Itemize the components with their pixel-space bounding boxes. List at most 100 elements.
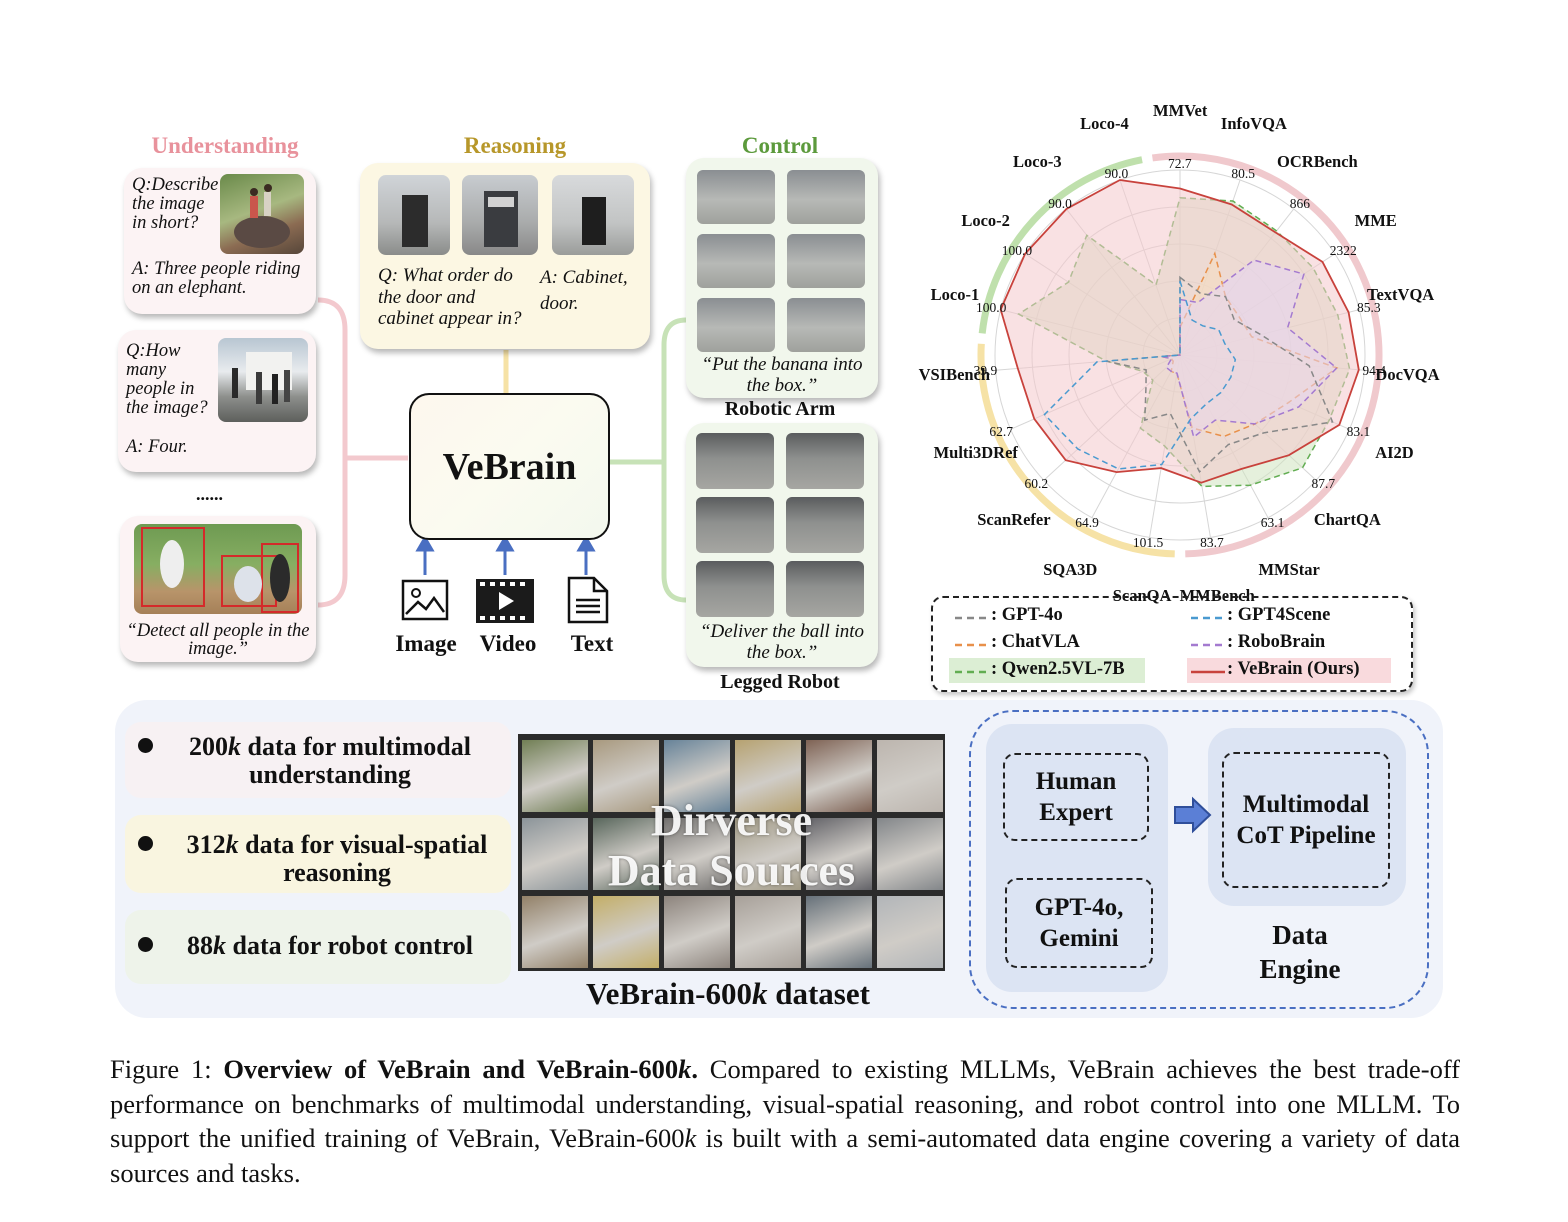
radar-tick-label: 63.1 [1260, 514, 1285, 530]
engine-sources-bg [986, 724, 1168, 992]
room-photo-3 [552, 175, 634, 255]
radar-tick-label: 94.4 [1362, 362, 1386, 378]
legend-robobrain: : RoboBrain [1227, 632, 1326, 652]
mosaic-tile [877, 896, 943, 968]
radar-axis-label: Multi3DRef [933, 443, 1018, 463]
radar-tick-label: 62.7 [989, 423, 1014, 439]
engine-pipeline-bg [1208, 728, 1406, 906]
understanding-title: Understanding [151, 133, 299, 158]
instruction-text: “Deliver the ball into the box.” [699, 621, 865, 663]
legend-vebrain: : VeBrain (Ours) [1227, 659, 1360, 679]
radar-tick-label: 101.5 [1132, 535, 1164, 551]
room-photo-1 [378, 175, 450, 255]
room-photo-2 [462, 175, 538, 255]
data-engine-label: Data Engine [1259, 920, 1341, 984]
radar-axis-label: Loco-4 [1080, 114, 1129, 134]
bullet-bg-understanding [125, 722, 511, 798]
radar-axis-label: Loco-2 [961, 211, 1010, 231]
legged-frame [786, 433, 864, 489]
radar-chart [977, 152, 1383, 558]
radar-tick-label: 100.0 [975, 300, 1007, 316]
text-document-icon [567, 576, 609, 624]
instruction-text: “Detect all people in the image.” [126, 621, 310, 659]
mosaic-tile [664, 740, 730, 812]
radar-tick-label: 866 [1289, 196, 1311, 212]
mosaic-tile [522, 818, 588, 890]
input-label-text: Text [570, 631, 614, 656]
question-text: Q:Describe the image in short? [132, 175, 219, 233]
radar-axis-label: Loco-3 [1013, 152, 1062, 172]
mosaic-tile [806, 818, 872, 890]
radar-axis-label: DocVQA [1375, 365, 1440, 385]
legend-gpt4o: : GPT-4o [991, 605, 1063, 625]
robotic-arm-card: “Put the banana into the box.” [686, 158, 878, 398]
bullet-bg-reasoning [125, 815, 511, 893]
bullet-dot [138, 738, 153, 753]
arm-frame [787, 234, 865, 288]
arm-frame [697, 170, 775, 224]
vebrain-model-box: VeBrain [409, 393, 610, 540]
question-text: Q:How many people in the image? [126, 341, 208, 418]
radar-tick-label: 90.0 [1048, 196, 1072, 212]
mosaic-tile [522, 896, 588, 968]
instruction-text: “Put the banana into the box.” [701, 354, 863, 396]
arm-frame [697, 298, 775, 352]
mosaic-tile [593, 740, 659, 812]
human-expert-box: Human Expert [1003, 753, 1149, 841]
legged-frame [696, 497, 774, 553]
dataset-name: VeBrain-600k dataset [586, 976, 870, 1011]
legged-robot-label: Legged Robot [720, 671, 840, 693]
legend-gpt4scene: : GPT4Scene [1227, 605, 1331, 625]
radar-axis-label: MMStar [1258, 559, 1320, 579]
radar-tick-label: 72.7 [1168, 156, 1192, 171]
understanding-card-1: Q:Describe the image in short? A: Three … [124, 168, 316, 314]
arm-frame [787, 170, 865, 224]
radar-axis-label: VSIBench [918, 365, 991, 385]
arm-frame [787, 298, 865, 352]
cot-pipeline-box: Multimodal CoT Pipeline [1222, 752, 1390, 888]
figure-caption: Figure 1: Overview of VeBrain and VeBrai… [110, 1054, 1460, 1188]
radar-axis-label: SQA3D [1043, 559, 1098, 579]
legend-qwen: : Qwen2.5VL-7B [991, 659, 1125, 679]
radar-axis-label: InfoVQA [1220, 114, 1287, 134]
legend-highlight-qwen [949, 658, 1145, 683]
mosaic-tile [522, 740, 588, 812]
bullet-dot [138, 937, 153, 952]
bullet-bg-control [125, 910, 511, 984]
reasoning-title: Reasoning [463, 133, 567, 158]
radar-tick-label: 83.1 [1346, 423, 1371, 439]
question-text: Q: What order do the door and cabinet ap… [378, 265, 522, 329]
radar-axis-label: MME [1354, 211, 1397, 231]
answer-text: A: Four. [126, 437, 188, 457]
radar-axis-label: ScanQA [1112, 585, 1172, 605]
mosaic-tile [806, 896, 872, 968]
robotic-arm-label: Robotic Arm [724, 398, 836, 420]
bullet-control: 88k data for robot control [187, 931, 473, 960]
data-sources-mosaic [518, 734, 945, 971]
truck-photo [218, 338, 308, 422]
axis-group-arc-reasoning [977, 343, 1175, 558]
radar-tick-label: 90.0 [1104, 166, 1129, 182]
reasoning-card: Q: What order do the door and cabinet ap… [360, 163, 650, 349]
video-icon [476, 579, 534, 623]
answer-text: A: Cabinet, door. [540, 267, 628, 314]
mosaic-tile [664, 818, 730, 890]
radar-tick-label: 85.3 [1357, 300, 1381, 316]
radar-tick-label: 87.7 [1311, 476, 1336, 492]
mosaic-tile [664, 896, 730, 968]
radar-axis-label: MMBench [1179, 585, 1255, 605]
model-name: VeBrain [442, 445, 577, 488]
gpt-gemini-box: GPT-4o, Gemini [1005, 878, 1153, 968]
ellipsis: ...... [196, 484, 223, 504]
mosaic-tile [735, 818, 801, 890]
radar-tick-label: 60.2 [1024, 476, 1049, 492]
arm-frame [697, 234, 775, 288]
legged-frame [786, 497, 864, 553]
radar-axis-label: MMVet [1153, 100, 1208, 120]
understanding-card-3: “Detect all people in the image.” [120, 516, 316, 662]
radar-axis-label: ScanRefer [977, 510, 1051, 530]
legged-frame [786, 561, 864, 617]
